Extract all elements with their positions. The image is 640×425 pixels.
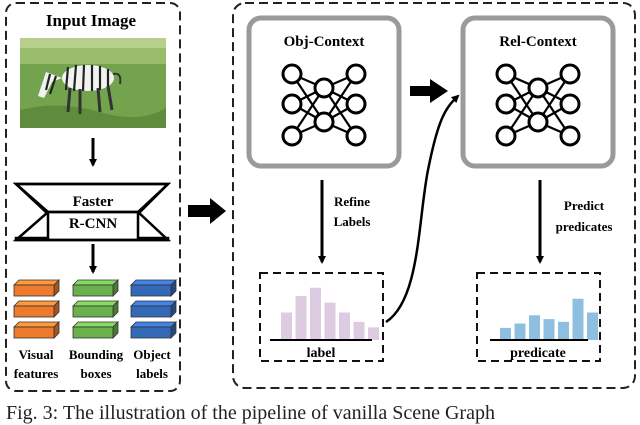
network-node — [495, 125, 517, 147]
bounding-boxes-label-line1: Bounding — [69, 347, 124, 362]
arrow-labels-to-rel-context — [385, 94, 460, 324]
zebra-photo — [20, 38, 166, 128]
predict-label-line1: Predict — [564, 198, 605, 213]
context-pipeline-panel — [232, 2, 636, 389]
network-node — [313, 111, 335, 133]
histogram-bar — [281, 312, 292, 340]
network-node — [281, 63, 303, 85]
feature-block — [72, 321, 119, 339]
object-labels-label-line1: Object — [133, 347, 171, 362]
bounding-boxes-label-line2: boxes — [80, 366, 111, 381]
network-node — [345, 93, 367, 115]
network-node — [281, 125, 303, 147]
input-panel — [5, 2, 181, 392]
obj-context-title: Obj-Context — [284, 34, 365, 50]
network-node — [527, 111, 549, 133]
feature-block — [130, 279, 177, 297]
histogram-bar — [324, 302, 336, 340]
predicate-caption: predicate — [510, 346, 566, 361]
histogram-bar — [368, 327, 379, 340]
histogram-bar — [310, 287, 321, 340]
object-labels-label-line2: labels — [136, 366, 168, 381]
figure-caption: Fig. 3: The illustration of the pipeline… — [6, 402, 495, 424]
rel-context-title: Rel-Context — [499, 34, 576, 50]
input-image-title: Input Image — [46, 11, 137, 30]
label-distribution-box — [259, 272, 384, 362]
histogram-bar — [572, 298, 584, 340]
feature-block — [130, 321, 177, 339]
label-histogram — [281, 287, 379, 340]
detector-label-line2: R-CNN — [69, 216, 117, 232]
network-node — [495, 63, 517, 85]
predicate-histogram — [500, 298, 598, 340]
histogram-bar — [295, 296, 307, 340]
network-node — [527, 77, 549, 99]
feature-block — [130, 300, 177, 318]
histogram-bar — [500, 327, 511, 340]
feature-block — [72, 279, 119, 297]
network-node — [313, 77, 335, 99]
visual-features-label-line2: features — [14, 366, 59, 381]
histogram-bar — [529, 315, 540, 340]
feature-block — [72, 300, 119, 318]
histogram-bar — [514, 323, 526, 340]
detector-label-line1: Faster — [73, 194, 114, 210]
histogram-bar — [587, 312, 598, 340]
network-node — [495, 93, 517, 115]
network-node — [345, 125, 367, 147]
histogram-bar — [543, 319, 555, 340]
feature-block — [13, 279, 60, 297]
arrow-obj-to-rel — [410, 79, 448, 103]
refine-label-line2: Labels — [334, 214, 371, 229]
refine-label-line1: Refine — [334, 194, 370, 209]
network-node — [281, 93, 303, 115]
arrow-input-to-pipeline — [188, 198, 226, 224]
histogram-bar — [339, 312, 350, 340]
feature-blocks — [13, 279, 177, 339]
rel-context-network-icon — [495, 63, 581, 147]
network-node — [345, 63, 367, 85]
network-node — [559, 125, 581, 147]
label-caption: label — [307, 346, 336, 361]
visual-features-label-line1: Visual — [19, 347, 54, 362]
predict-label-line2: predicates — [556, 219, 613, 234]
network-node — [559, 63, 581, 85]
network-node — [559, 93, 581, 115]
predicate-distribution-box — [476, 272, 601, 362]
obj-context-network-icon — [281, 63, 367, 147]
feature-block — [13, 300, 60, 318]
histogram-bar — [558, 321, 569, 340]
histogram-bar — [353, 321, 365, 340]
feature-block — [13, 321, 60, 339]
